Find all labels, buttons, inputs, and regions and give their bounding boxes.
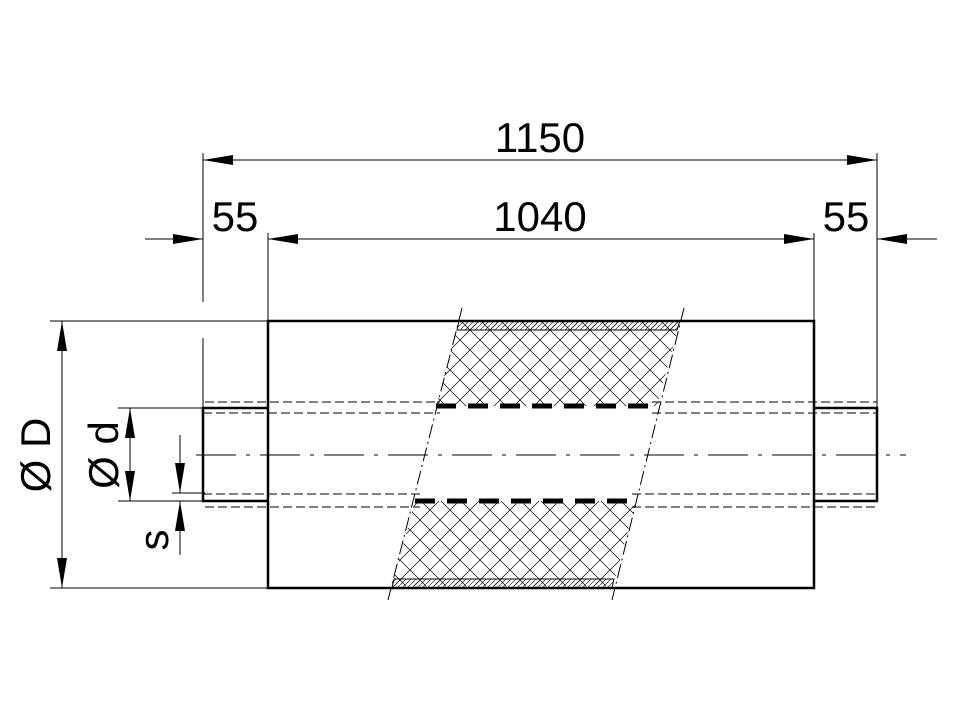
inner-diameter-label: Ø d	[80, 421, 127, 489]
perforated-tube	[415, 403, 657, 504]
dimension-inner-diameter: Ø d	[80, 408, 135, 501]
dimension-body-length: 1040	[268, 193, 814, 244]
right-pipe-stub	[814, 406, 879, 503]
wall-thickness-label: s	[130, 530, 177, 551]
dimension-left-pipe: 55	[145, 193, 259, 244]
left-pipe-label: 55	[212, 193, 259, 240]
overall-length-label: 1150	[495, 114, 585, 161]
break-lines	[387, 307, 685, 601]
outer-diameter-label: Ø D	[12, 418, 59, 493]
dimension-wall-thickness: s	[130, 435, 185, 555]
dimension-right-pipe: 55	[823, 193, 937, 244]
dimension-overall-length: 1150	[203, 114, 877, 165]
insulation-lower	[391, 501, 636, 589]
dimension-outer-diameter: Ø D	[12, 321, 67, 588]
extension-lines	[50, 153, 878, 589]
body-length-label: 1040	[493, 193, 586, 240]
right-pipe-label: 55	[823, 193, 870, 240]
insulation-upper	[436, 320, 681, 406]
hidden-lines	[203, 401, 877, 508]
